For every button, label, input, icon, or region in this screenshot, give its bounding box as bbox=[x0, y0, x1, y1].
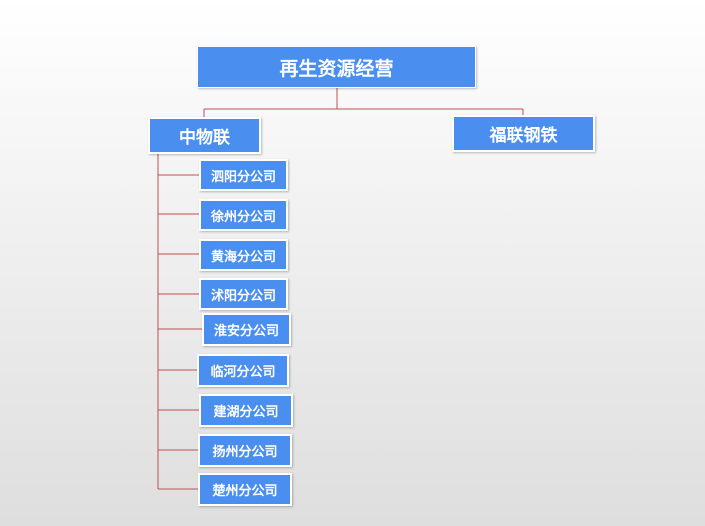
branch-node-huanghai: 黄海分公司 bbox=[199, 239, 288, 271]
branch-node-siyang: 泗阳分公司 bbox=[199, 159, 288, 191]
root-node: 再生资源经营 bbox=[197, 46, 476, 88]
level1-node-zhongwulian: 中物联 bbox=[148, 117, 261, 154]
branch-node-yangzhou: 扬州分公司 bbox=[198, 434, 292, 467]
branch-node-xuzhou: 徐州分公司 bbox=[199, 199, 288, 231]
branch-node-chuzhou: 楚州分公司 bbox=[198, 473, 292, 506]
branch-node-huaian: 淮安分公司 bbox=[202, 313, 291, 346]
branch-node-shuyang: 沭阳分公司 bbox=[199, 278, 288, 310]
branch-node-jianhu: 建湖分公司 bbox=[199, 394, 293, 427]
level1-node-fulian: 福联钢铁 bbox=[452, 115, 595, 152]
branch-node-linhe: 临河分公司 bbox=[197, 354, 289, 387]
